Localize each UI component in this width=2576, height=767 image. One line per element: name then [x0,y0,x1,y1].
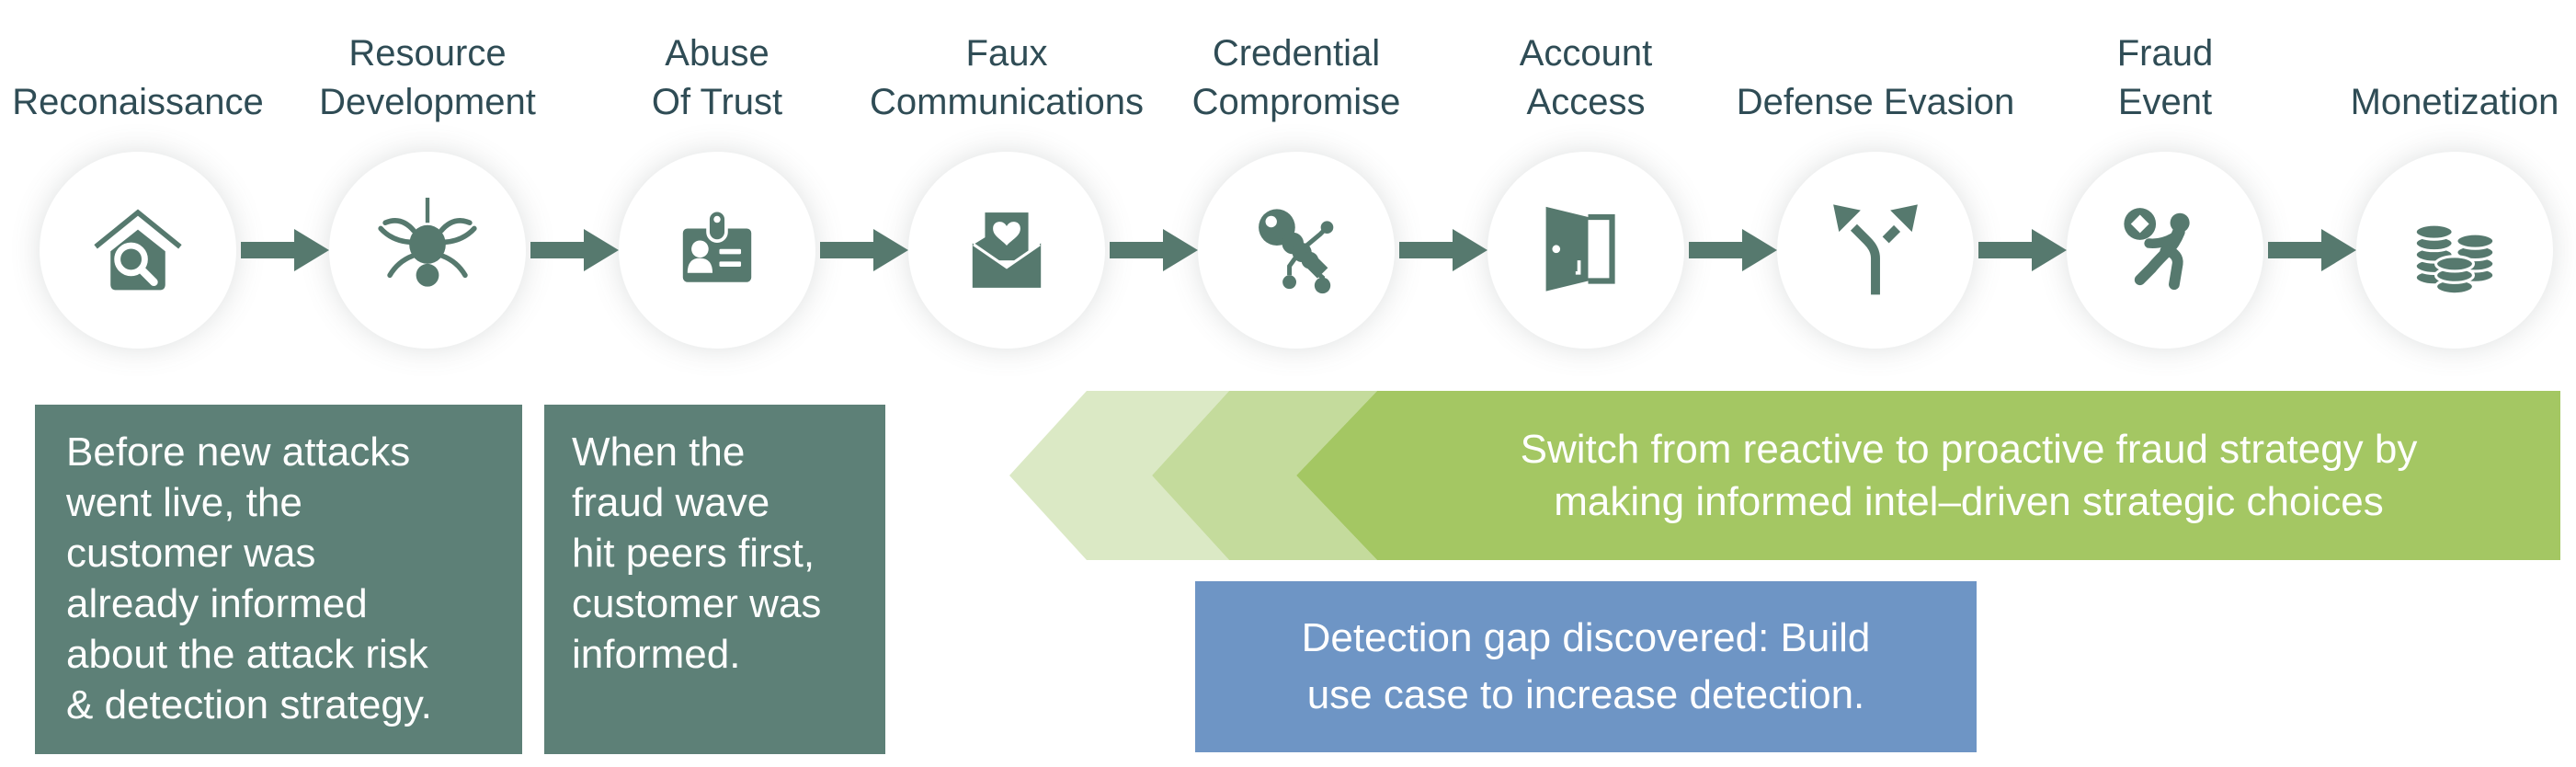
stage-circle [40,152,236,349]
arrow-shaft [1689,242,1744,258]
stage-label: Defense Evasion [1736,82,2015,122]
stage-label: Resource Development [319,33,536,122]
stage-circle [1487,152,1684,349]
pre-attack-callout: Before new attacks went live, the custom… [35,405,522,754]
flow-arrow [1399,229,1487,271]
stage-label: Reconaissance [12,82,264,122]
arrow-shaft [530,242,586,258]
stage-defense-evasion: Defense Evasion [1724,0,2027,359]
coin-stacks-icon [2398,193,2512,307]
chevron-solid [1296,391,2560,560]
stage-circle [1198,152,1395,349]
stage-circle [2067,152,2263,349]
arrow-head [2321,229,2356,271]
flow-arrow [241,229,329,271]
arrow-head [1163,229,1198,271]
house-search-icon [81,193,195,307]
strategy-banner-text: Switch from reactive to proactive fraud … [1520,427,2418,524]
spider-icon [370,193,484,307]
flow-arrow [820,229,908,271]
arrow-shaft [1978,242,2034,258]
stage-circle [619,152,815,349]
arrow-head [1453,229,1487,271]
strategy-banner: Switch from reactive to proactive fraud … [1007,391,2560,560]
arrow-head [294,229,329,271]
arrow-head [873,229,908,271]
envelope-heart-icon [950,193,1064,307]
open-door-icon [1529,193,1643,307]
stage-circle [908,152,1105,349]
arrow-shaft [1110,242,1165,258]
flow-arrow [1978,229,2067,271]
arrow-shaft [820,242,875,258]
flow-arrow [1689,229,1777,271]
stage-label: Abuse Of Trust [651,33,783,122]
stage-monetization: Monetization [2303,0,2576,359]
flow-arrow [1110,229,1198,271]
fraud-wave-callout: When the fraud wave hit peers first, cus… [544,405,885,754]
digital-key-icon [1239,193,1353,307]
stage-circle [329,152,526,349]
stage-account-access: Account Access [1434,0,1738,359]
stage-label: Fraud Event [2116,33,2214,122]
stage-fraud-event: Fraud Event [2013,0,2317,359]
flow-arrow [530,229,619,271]
flow-arrow [2268,229,2356,271]
stage-reconaissance: Reconaissance [0,0,290,359]
arrow-head [584,229,619,271]
detection-gap-callout: Detection gap discovered: Build use case… [1195,581,1977,752]
arrow-shaft [241,242,296,258]
arrow-shaft [2268,242,2323,258]
thief-running-icon [2108,193,2222,307]
id-badge-icon [660,193,774,307]
stage-label: Credential Compromise [1191,33,1401,122]
stage-credential-compromise: Credential Compromise [1145,0,1448,359]
stage-label: Faux Communications [870,33,1144,122]
stage-label: Account Access [1519,33,1653,122]
stage-circle [1777,152,1974,349]
arrow-shaft [1399,242,1454,258]
fork-arrows-icon [1818,193,1932,307]
stage-circle [2356,152,2553,349]
stage-abuse-of-trust: Abuse Of Trust [565,0,869,359]
arrow-head [1742,229,1777,271]
arrow-head [2032,229,2067,271]
stage-resource-development: Resource Development [276,0,579,359]
stage-faux-communications: Faux Communications [855,0,1158,359]
stage-label: Monetization [2350,82,2559,122]
